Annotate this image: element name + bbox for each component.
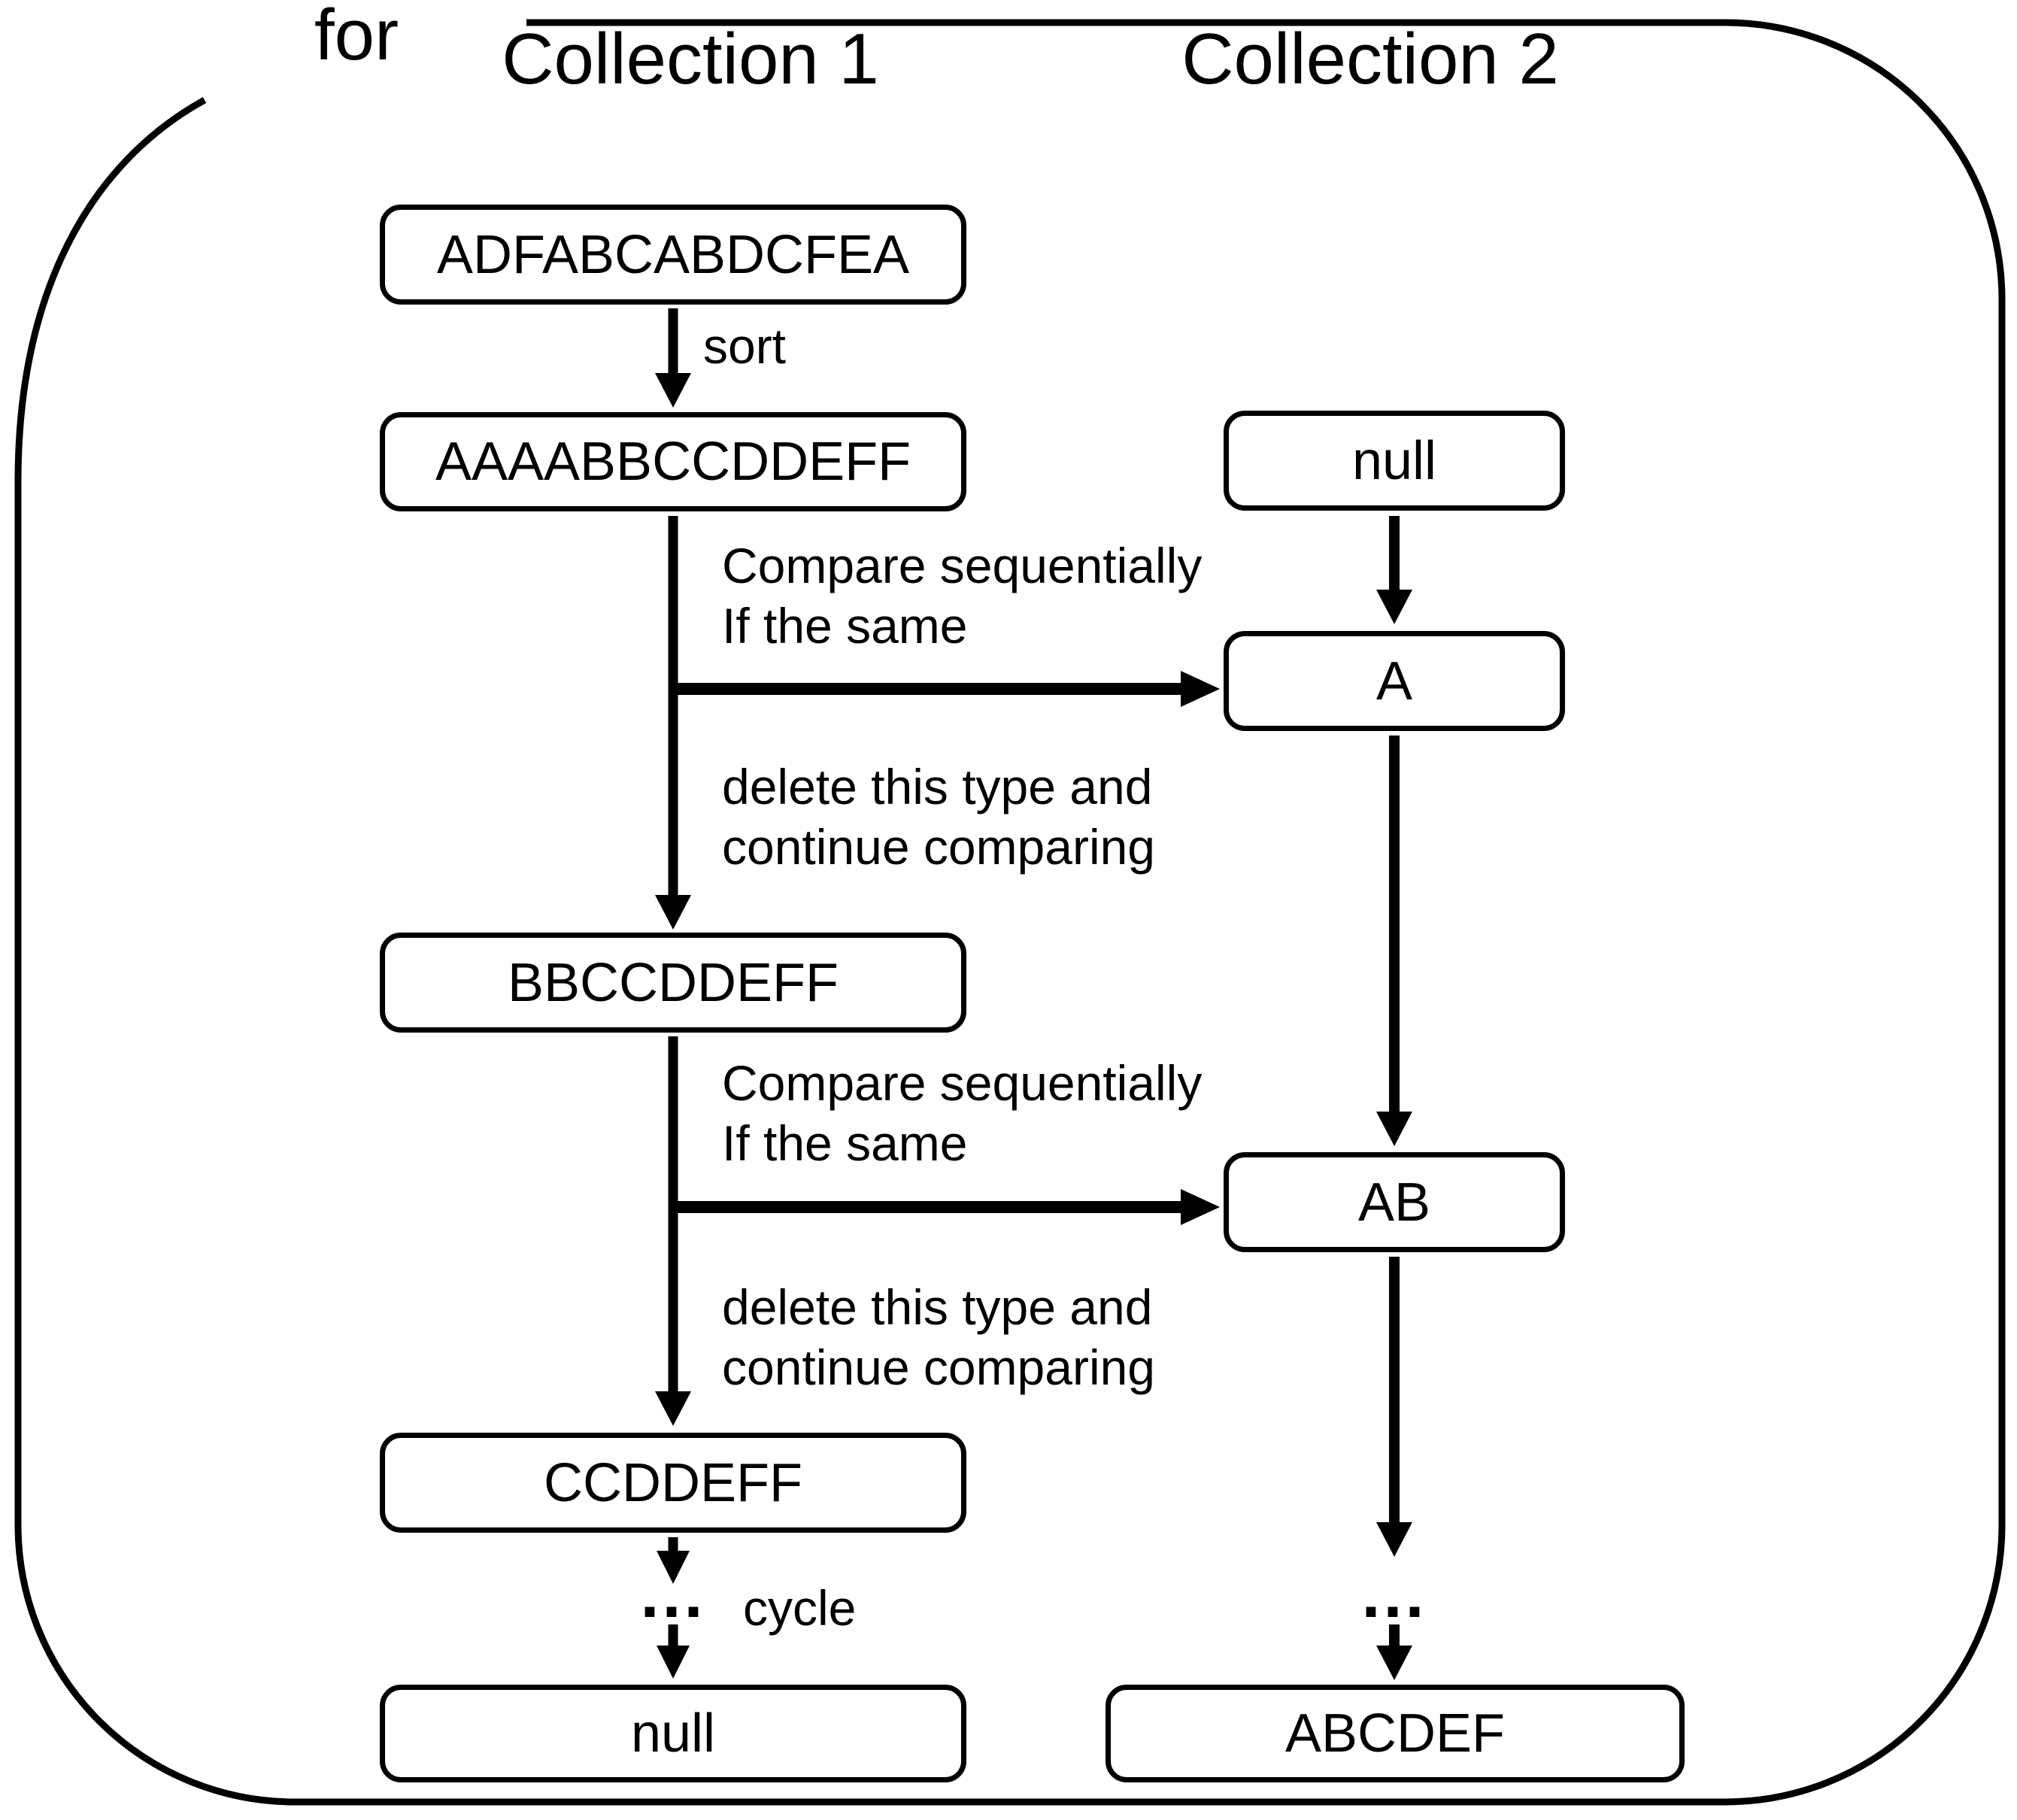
delete-label2-line1: delete this type and bbox=[722, 1279, 1153, 1335]
loop-keyword: for bbox=[314, 0, 399, 75]
delete-label2-line2: continue comparing bbox=[722, 1339, 1156, 1395]
node-col1-initial: ADFABCABDCFEA bbox=[380, 205, 966, 305]
delete-label1-line2: continue comparing bbox=[722, 819, 1156, 875]
node-col2-final: ABCDEF bbox=[1106, 1685, 1685, 1782]
compare-label1-line1: Compare sequentially bbox=[722, 538, 1203, 593]
branch2-arrowhead-icon bbox=[1181, 1189, 1220, 1225]
col2-arrow1-arrowhead-icon bbox=[1376, 590, 1412, 624]
col2-arrow4-arrowhead-icon bbox=[1376, 1646, 1412, 1680]
node-col1-after-second-delete: CCDDEFF bbox=[380, 1433, 966, 1533]
node-col2-ab: AB bbox=[1224, 1152, 1565, 1252]
collection2-title: Collection 2 bbox=[1181, 19, 1559, 99]
sort-arrowhead-icon bbox=[655, 373, 691, 408]
compare-label2-line2: If the same bbox=[722, 1115, 968, 1171]
compare-label1-line2: If the same bbox=[722, 598, 968, 654]
delete-label1-line1: delete this type and bbox=[722, 759, 1153, 814]
node-col1-final-null: null bbox=[380, 1685, 966, 1782]
collection1-title: Collection 1 bbox=[502, 19, 879, 99]
cycle-lower-arrowhead-icon bbox=[657, 1646, 690, 1679]
col2-ellipsis: ... bbox=[1361, 1557, 1427, 1632]
col2-arrow2-arrowhead-icon bbox=[1376, 1112, 1412, 1146]
compare-label2-line1: Compare sequentially bbox=[722, 1055, 1203, 1111]
trunk2-arrowhead-icon bbox=[655, 1391, 691, 1426]
col2-arrow3-arrowhead-icon bbox=[1376, 1522, 1412, 1557]
sort-label: sort bbox=[703, 318, 787, 374]
col1-ellipsis: ... bbox=[640, 1557, 706, 1632]
node-col1-after-first-delete: BBCCDDEFF bbox=[380, 933, 966, 1033]
for-loop-border bbox=[14, 19, 2006, 1806]
node-col2-a: A bbox=[1224, 631, 1565, 731]
node-col2-null: null bbox=[1224, 411, 1565, 511]
branch1-arrowhead-icon bbox=[1181, 671, 1220, 707]
cycle-upper-arrowhead-icon bbox=[657, 1551, 690, 1584]
node-col1-sorted: AAAABBCCDDEFF bbox=[380, 412, 966, 511]
cycle-label: cycle bbox=[743, 1580, 857, 1636]
trunk1-arrowhead-icon bbox=[655, 895, 691, 930]
